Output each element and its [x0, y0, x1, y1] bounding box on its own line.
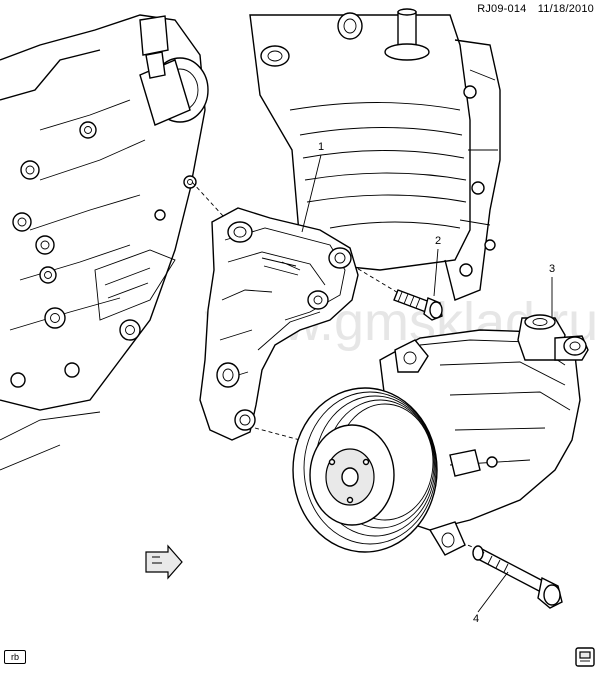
compressor-mounting-bracket: [199, 207, 359, 441]
diagram-header: RJ09-014 11/18/2010: [469, 3, 594, 15]
callout-2: 2: [433, 235, 441, 297]
diagram-ref-code: RJ09-014: [477, 3, 527, 15]
callout-1: 1: [301, 141, 324, 233]
ac-compressor: [292, 314, 589, 556]
view-badge: rb: [4, 650, 26, 664]
bolt-long: [472, 545, 563, 609]
callout-label-1: 1: [318, 141, 324, 153]
callout-label-3: 3: [549, 263, 555, 275]
callout-label-2: 2: [435, 235, 441, 247]
engine-block: [0, 8, 501, 471]
diagram-date: 11/18/2010: [537, 3, 594, 15]
bolt-short: [393, 289, 443, 321]
front-direction-arrow-icon: [145, 544, 183, 580]
callout-3: 3: [549, 263, 555, 318]
callout-label-4: 4: [473, 613, 479, 625]
corner-badge-icon: [575, 647, 595, 667]
callout-4: 4: [473, 571, 509, 625]
